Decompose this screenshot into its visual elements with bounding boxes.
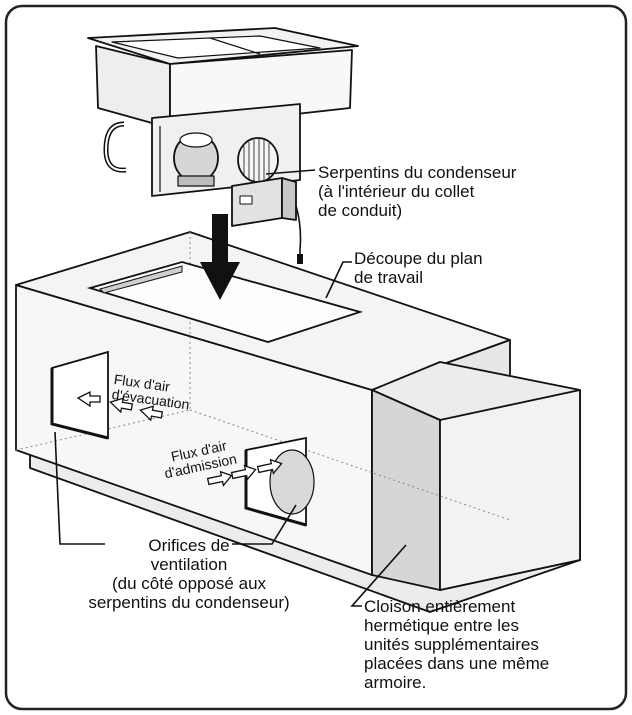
install-arrow (200, 214, 240, 300)
hidden-edges (15, 232, 511, 521)
leader-lines (54, 169, 407, 607)
exhaust-vent (50, 350, 109, 440)
drop-in-unit (87, 27, 359, 264)
intake-arrows (206, 458, 283, 487)
label-condenser-coils: Serpentins du condenseur (à l'intérieur … (318, 163, 517, 220)
exhaust-arrows (76, 390, 164, 422)
extension-front (439, 389, 581, 591)
intake-vent (244, 436, 315, 527)
label-countertop-cutout: Découpe du plan de travail (354, 249, 483, 287)
partition-wall (371, 389, 441, 591)
label-vent-openings: Orifices de ventilation (du côté opposé … (88, 536, 290, 612)
label-partition: Cloison entièrement hermétique entre les… (364, 597, 550, 692)
countertop-cutout (86, 261, 364, 343)
